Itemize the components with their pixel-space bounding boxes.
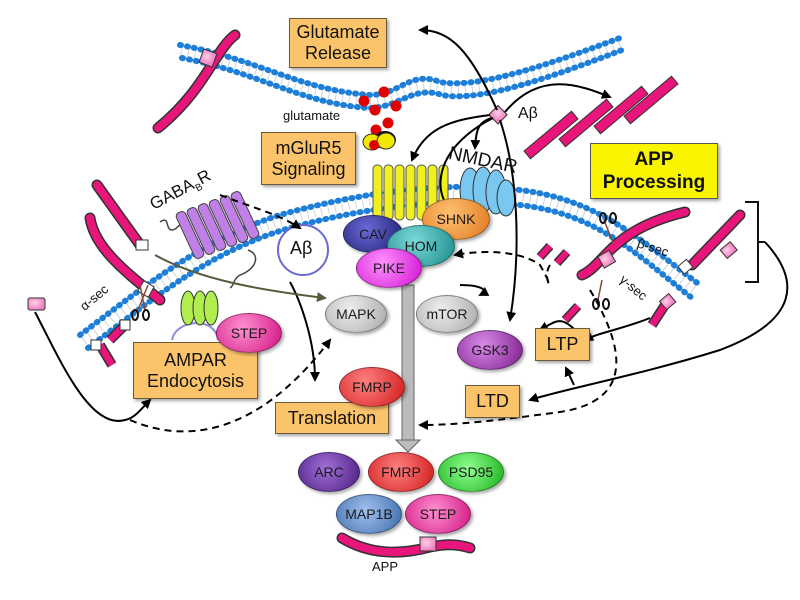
pike-label: PIKE — [373, 260, 405, 276]
fmrp-mid-label: FMRP — [352, 379, 392, 395]
app-processing-line2: Processing — [602, 172, 706, 193]
abeta-fragment-left — [27, 297, 46, 311]
glutamate-release-line2: Release — [304, 43, 372, 63]
gsk3-protein: GSK3 — [457, 330, 523, 370]
glutamate-release-line1: Glutamate — [296, 22, 380, 42]
arrow-app-to-ltd — [528, 241, 789, 403]
arrow-ltd-ltp — [564, 366, 575, 386]
dashed-arrows — [129, 194, 618, 433]
arrow-abeta-to-ampar — [34, 311, 152, 422]
scissors-icon-beta — [599, 212, 617, 246]
gsk3-label: GSK3 — [471, 342, 509, 358]
translation-box: Translation — [275, 402, 389, 434]
gabab-receptor — [159, 191, 260, 289]
ampar-line1: AMPAR — [164, 349, 227, 370]
psd95-label: PSD95 — [448, 464, 494, 480]
psd95-product: PSD95 — [438, 452, 504, 492]
arc-product: ARC — [298, 452, 360, 492]
ltd-label: LTD — [476, 391, 509, 411]
mtor-protein: mTOR — [416, 295, 478, 333]
app-label: APP — [372, 559, 399, 574]
arrow-abeta-to-fibrils — [504, 83, 612, 113]
scissors-icon-gamma — [592, 279, 610, 310]
glutamate-molecules — [358, 86, 402, 136]
fmrp-product: FMRP — [368, 452, 434, 492]
step-product-label: STEP — [419, 506, 457, 522]
app-beta-gamma-sec — [536, 206, 746, 328]
arrow-abeta-to-mglur5 — [410, 114, 491, 162]
scissors-icon-alpha — [131, 284, 150, 321]
step-product: STEP — [405, 494, 471, 534]
arrow-abeta-to-gsk3 — [499, 119, 518, 322]
mtor-label: mTOR — [426, 306, 468, 322]
mglur5-line2: Signaling — [271, 158, 346, 179]
arrow-to-translation — [289, 281, 320, 382]
arrow-gabab-to-mapk — [154, 254, 327, 302]
hom-label: HOM — [404, 238, 438, 254]
ltp-label: LTP — [546, 334, 579, 354]
fmrp-product-label: FMRP — [381, 464, 421, 480]
mapk-protein: MAPK — [325, 295, 387, 333]
step-ampar-label: STEP — [230, 325, 268, 341]
ampar-line2: Endocytosis — [146, 370, 245, 391]
mglur5-ligand — [362, 131, 396, 151]
abeta-oligomer-top — [488, 104, 508, 125]
presynaptic-membrane — [177, 35, 625, 112]
nmdar-receptor — [459, 166, 516, 217]
abeta-vesicle — [277, 224, 329, 276]
ltd-box: LTD — [465, 385, 520, 418]
map1b-product: MAP1B — [336, 494, 402, 534]
dashed-gabab-to-abeta — [219, 194, 302, 230]
arrow-to-mtor — [459, 284, 490, 296]
dashed-app-to-hom — [453, 248, 551, 286]
translation-label: Translation — [287, 407, 377, 428]
arrow-abeta-to-glutamate-release — [418, 25, 498, 111]
glutamate-label: glutamate — [283, 108, 341, 123]
ampar-receptor — [171, 290, 219, 341]
app-presynaptic — [152, 29, 241, 134]
shnk-label: SHNK — [436, 211, 476, 227]
arc-label: ARC — [314, 464, 344, 480]
fmrp-protein-mid: FMRP — [339, 367, 405, 407]
ltp-box: LTP — [535, 328, 590, 361]
translation-signal-arrow — [394, 284, 422, 453]
cav-label: CAV — [359, 226, 387, 242]
arrow-abeta-to-ltp — [583, 317, 651, 341]
abeta-top-label: Aβ — [518, 105, 538, 122]
mglur5-line1: mGluR5 — [275, 137, 342, 158]
mapk-label: MAPK — [336, 306, 376, 322]
abeta-vesicle-label: Aβ — [290, 238, 313, 258]
app-fragments-bracket — [745, 201, 765, 283]
dashed-app-to-translation — [418, 289, 618, 430]
pathway-arrows — [34, 25, 789, 422]
pike-protein: PIKE — [356, 248, 422, 288]
app-processing-line1: APP — [634, 149, 674, 170]
abeta-fibrils — [523, 75, 679, 160]
step-protein-ampar: STEP — [216, 313, 282, 353]
dashed-to-mapk — [129, 338, 332, 433]
app-alpha-sec — [84, 179, 166, 368]
map1b-label: MAP1B — [345, 506, 393, 522]
